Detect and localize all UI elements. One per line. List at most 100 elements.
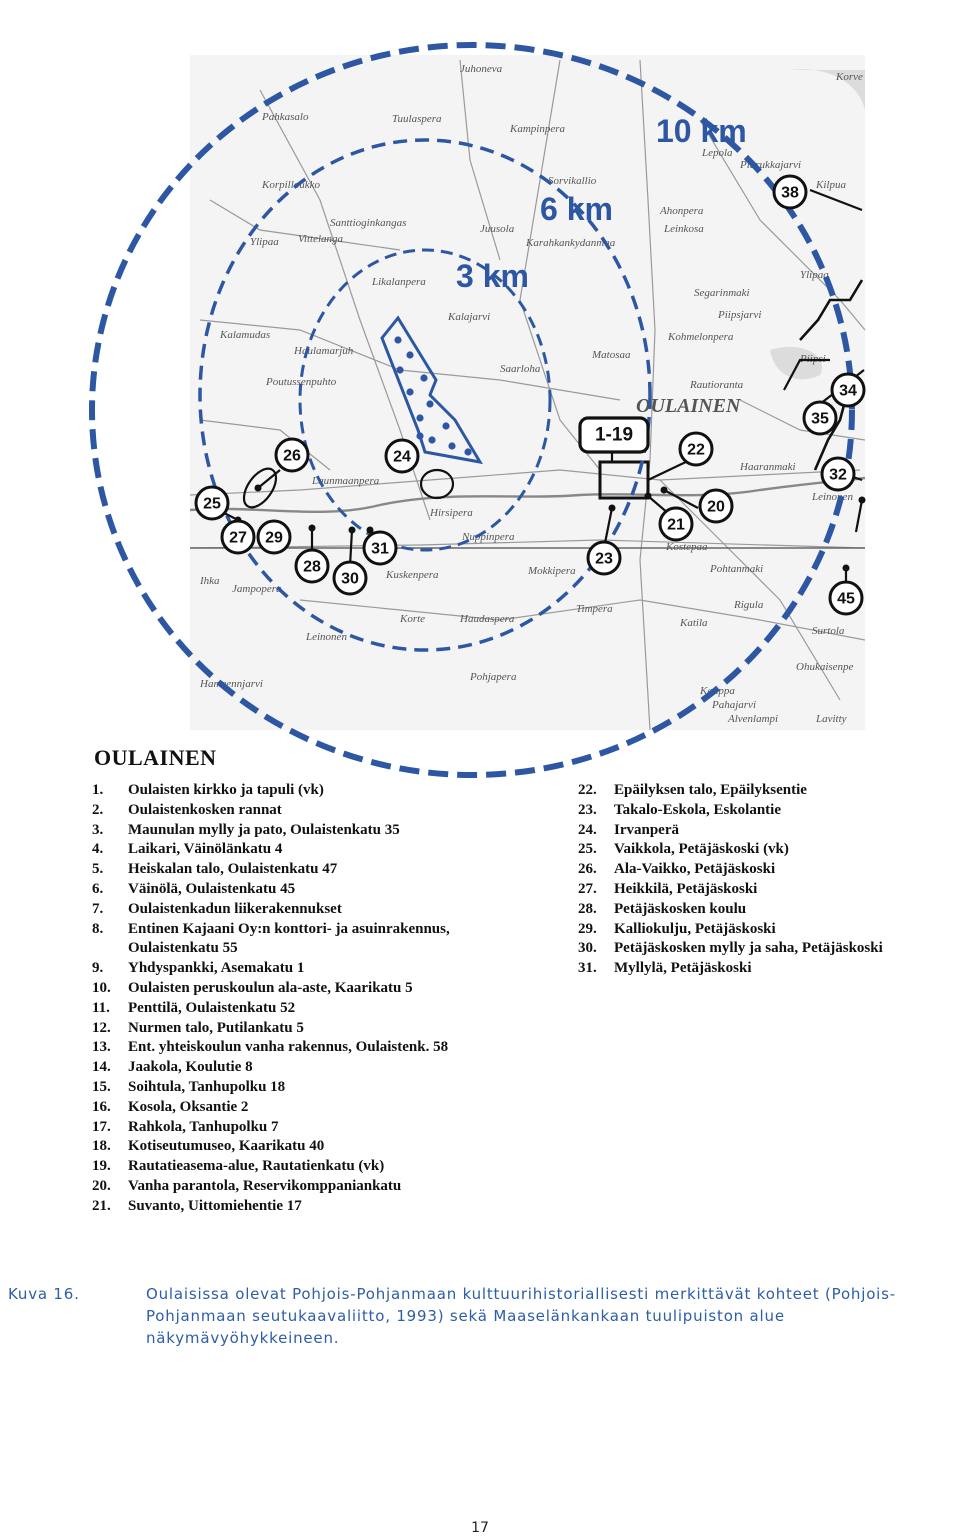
legend-entry-text: Penttilä, Oulaistenkatu 52	[128, 999, 296, 1016]
marker-27[interactable]: 27	[220, 519, 256, 555]
marker-number: 21	[667, 517, 685, 534]
legend-entry: 26. Ala-Vaikko, Petäjäskoski	[578, 860, 958, 880]
legend-entry-text: Vaikkola, Petäjäskoski (vk)	[614, 841, 789, 858]
marker-circle	[820, 456, 856, 492]
marker-circle	[772, 174, 808, 210]
marker-circle	[828, 580, 864, 616]
legend-entry-text: Entinen Kajaani Oy:n konttori- ja asuinr…	[128, 920, 450, 937]
lake	[790, 69, 865, 110]
boundary-line	[799, 279, 864, 341]
legend-entry-number: 25.	[578, 841, 597, 858]
place-label: Pohtanmaki	[709, 563, 763, 575]
marker-29[interactable]: 29	[256, 519, 292, 555]
marker-24[interactable]: 24	[384, 438, 420, 474]
place-label: Korve	[835, 71, 863, 83]
site-area-26	[242, 467, 278, 509]
caption-text: Oulaisissa olevat Pohjois-Pohjanmaan kul…	[146, 1285, 896, 1347]
legend-entry: 14.Jaakola, Koulutie 8	[92, 1058, 562, 1078]
marker-number: 45	[837, 591, 855, 608]
legend-entry-number: 16.	[92, 1098, 111, 1115]
marker-21[interactable]: 21	[658, 506, 694, 542]
legend-entry-number: 26.	[578, 861, 597, 878]
legend-entry-text: Väinölä, Oulaistenkatu 45	[128, 880, 296, 897]
legend-entry-text: Heikkilä, Petäjäskoski	[614, 880, 758, 897]
place-label: Kalajarvi	[447, 311, 490, 323]
marker-circle	[274, 437, 310, 473]
legend-entry-text: Petäjäskosken koulu	[614, 900, 747, 917]
place-label: Leinkosa	[663, 223, 704, 235]
marker-32[interactable]: 32	[820, 456, 856, 492]
marker-23[interactable]: 23	[586, 540, 622, 576]
legend-entry: 16. Kosola, Oksantie 2	[92, 1098, 562, 1118]
place-label: Juusola	[480, 223, 515, 235]
marker-20[interactable]: 20	[698, 488, 734, 524]
legend-entry-text: Ala-Vaikko, Petäjäskoski	[614, 861, 776, 878]
legend-entry-number: 17.	[92, 1118, 111, 1135]
legend-entry-text: Rahkola, Tanhupolku 7	[128, 1118, 279, 1135]
legend-entry-text: Petäjäskosken mylly ja saha, Petäjäskosk…	[614, 940, 883, 957]
marker-35[interactable]: 35	[802, 400, 838, 436]
place-label: Kampinpera	[509, 123, 566, 135]
place-label: Ohukaisenpe	[796, 661, 854, 673]
marker-circle	[830, 372, 866, 408]
town-label: OULAINEN	[636, 395, 742, 417]
marker-22[interactable]: 22	[678, 431, 714, 467]
place-label: Haulamarjuh	[293, 345, 354, 357]
legend-entry: 10.Oulaisten peruskoulun ala-aste, Kaari…	[92, 979, 562, 999]
place-label: Kilpua	[815, 179, 846, 191]
place-label: Likalanpera	[371, 276, 426, 288]
legend-entry: 21.Suvanto, Uittomiehentie 17	[92, 1197, 562, 1217]
marker-circle	[384, 438, 420, 474]
marker-34[interactable]: 34	[830, 372, 866, 408]
place-label: Karahkankydanmaa	[525, 237, 616, 249]
legend-entry-text: Heiskalan talo, Oulaistenkatu 47	[128, 861, 338, 878]
legend-entry-text: Oulaisten kirkko ja tapuli (vk)	[128, 782, 324, 798]
legend-entry-number: 3.	[92, 821, 104, 838]
legend-entry-text: Suvanto, Uittomiehentie 17	[128, 1197, 302, 1214]
place-label: Lepola	[701, 147, 733, 159]
place-label: Timpera	[576, 603, 613, 615]
place-label: Leinonen	[305, 631, 347, 643]
legend-entry-number: 5.	[92, 861, 104, 878]
legend-entry-text: Yhdyspankki, Asemakatu 1	[128, 960, 305, 977]
marker-number: 29	[265, 530, 283, 547]
marker-circle	[332, 560, 368, 596]
legend-entry-text: Maunulan mylly ja pato, Oulaistenkatu 35	[128, 821, 400, 838]
marker-30[interactable]: 30	[332, 560, 368, 596]
wind-turbines	[394, 336, 472, 456]
legend-entry-number: 9.	[92, 960, 104, 977]
marker-1-19[interactable]: 1-19	[578, 416, 650, 454]
marker-38[interactable]: 38	[772, 174, 808, 210]
marker-28[interactable]: 28	[294, 548, 330, 584]
place-label: Leinonen	[811, 491, 853, 503]
marker-26[interactable]: 26	[274, 437, 310, 473]
marker-circle	[294, 548, 330, 584]
legend-entry-number: 28.	[578, 900, 597, 917]
marker-31[interactable]: 31	[362, 530, 398, 566]
marker-number: 25	[203, 496, 221, 513]
legend-entry-text: Takalo-Eskola, Eskolantie	[614, 801, 781, 818]
legend-entry: 28. Petäjäskosken koulu	[578, 900, 958, 920]
legend-entry-number: 29.	[578, 920, 597, 937]
legend-entry-text: Jaakola, Koulutie 8	[128, 1059, 253, 1076]
marker-25[interactable]: 25	[194, 485, 230, 521]
place-label: Poutussenpuhto	[265, 376, 337, 388]
road-network	[189, 59, 866, 731]
place-label: Lavitty	[815, 713, 847, 725]
place-label: Kohmelonpera	[667, 331, 734, 343]
place-label: Katila	[679, 617, 708, 629]
legend-entry-text: Kosola, Oksantie 2	[128, 1098, 249, 1115]
legend-entry: 1.Oulaisten kirkko ja tapuli (vk)	[92, 781, 562, 801]
legend-entry-number: 23.	[578, 801, 597, 818]
place-label: Pohjapera	[469, 671, 517, 683]
place-label: Pahajarvi	[711, 699, 756, 711]
legend-entry: 22.Epäilyksen talo, Epäilyksentie	[578, 781, 958, 801]
place-label: Haaranmaki	[739, 461, 796, 473]
place-label: Ihka	[199, 575, 220, 587]
marker-number: 20	[707, 499, 725, 516]
marker-45[interactable]: 45	[828, 580, 864, 616]
legend-entry-number: 20.	[92, 1177, 111, 1194]
caption-label: Kuva 16.	[8, 1285, 80, 1303]
legend-entry-number: 18.	[92, 1138, 111, 1155]
legend-entry-text: Vanha parantola, Reservikomppaniankatu	[128, 1177, 402, 1194]
